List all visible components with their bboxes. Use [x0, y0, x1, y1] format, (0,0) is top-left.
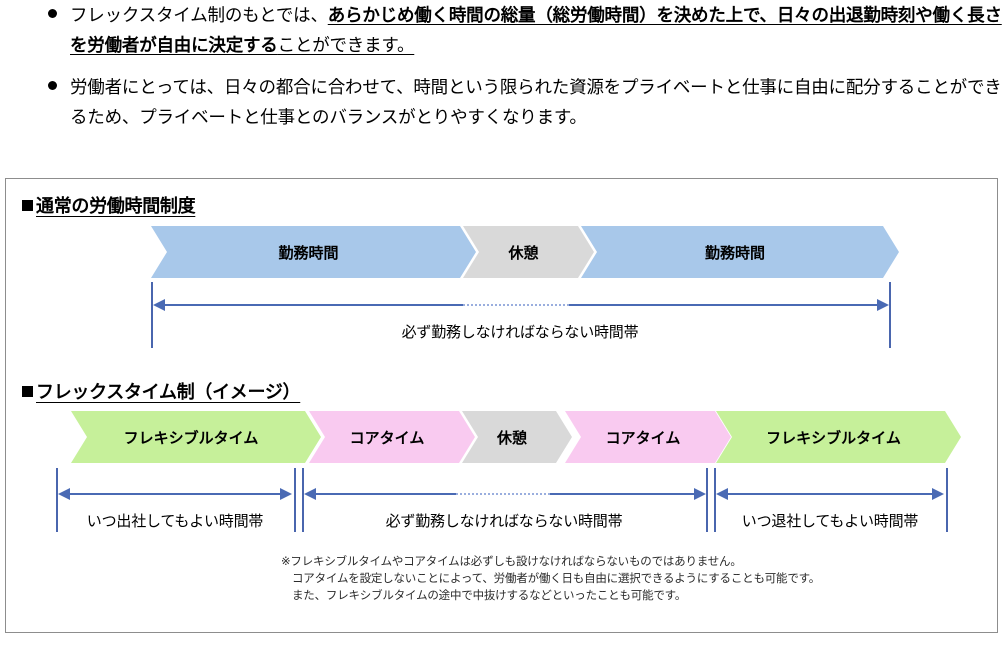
section-heading-normal: 通常の労働時間制度	[22, 192, 196, 218]
footnote: ※フレキシブルタイムやコアタイムは必ずしも設けなければならないものではありません…	[281, 554, 820, 605]
bullet-emphasis: あらかじめ働く時間の総量（総労働時間）を決めた上で、日々の出退勤時刻や働く長さを…	[70, 5, 1002, 55]
ruler-b-axis-right	[550, 493, 696, 495]
ruler-c-axis	[724, 493, 934, 495]
ruler-tick-5	[714, 468, 716, 532]
ruler-c-arrowhead-right-icon	[932, 488, 944, 500]
footnote-line-3: また、フレキシブルタイムの途中で中抜けするなどといったことも可能です。	[292, 590, 687, 602]
chevron-break-label: 休憩	[508, 244, 539, 262]
chevron-core-2-label: コアタイム	[605, 429, 681, 447]
chevron-work-2-label: 勤務時間	[704, 244, 765, 262]
chevron-core-2: コアタイム	[565, 411, 731, 463]
square-bullet-icon	[22, 386, 33, 397]
ruler-label-flex-a: いつ出社してもよい時間帯	[86, 513, 264, 530]
ruler-tick-left	[151, 282, 153, 348]
ruler-c-arrowhead-left-icon	[716, 488, 728, 500]
ruler-b-axis-dotted	[456, 493, 550, 495]
chevron-work-1-label: 勤務時間	[278, 244, 339, 262]
ruler-b-arrowhead-left-icon	[304, 488, 316, 500]
intro-bullets: フレックスタイム制のもとでは、あらかじめ働く時間の総量（総労働時間）を決めた上で…	[0, 0, 1006, 132]
chevron-band-flex: フレキシブルタイム コアタイム 休憩 コアタイム フレキシブルタイム	[6, 411, 999, 467]
ruler-b-axis-left	[312, 493, 456, 495]
section-heading-flex: フレックスタイム制（イメージ）	[22, 378, 301, 404]
ruler-tick-1	[56, 468, 58, 532]
bullet-lead: フレックスタイム制のもとでは、	[70, 5, 328, 25]
bullet-text: 労働者にとっては、日々の都合に合わせて、時間という限られた資源をプライベートと仕…	[70, 72, 1006, 132]
ruler-b-arrowhead-right-icon	[694, 488, 706, 500]
list-item: フレックスタイム制のもとでは、あらかじめ働く時間の総量（総労働時間）を決めた上で…	[0, 0, 1006, 60]
footnote-line-1: ※フレキシブルタイムやコアタイムは必ずしも設けなければならないものではありません…	[281, 556, 742, 568]
ruler-tick-2	[294, 468, 296, 532]
ruler-arrowhead-right-icon	[877, 299, 889, 311]
bullet-tail: ことができます。	[277, 35, 415, 55]
chevron-flexible-2-label: フレキシブルタイム	[766, 429, 901, 447]
section-heading-flex-label: フレックスタイム制（イメージ）	[36, 382, 301, 402]
list-item: 労働者にとっては、日々の都合に合わせて、時間という限られた資源をプライベートと仕…	[0, 72, 1006, 132]
chevron-work-1: 勤務時間	[151, 226, 476, 278]
ruler-axis-right-seg	[569, 304, 879, 306]
ruler-tick-6	[946, 468, 948, 532]
chevron-break: 休憩	[463, 226, 594, 278]
ruler-a-arrowhead-left-icon	[58, 488, 70, 500]
chevron-flexible-2: フレキシブルタイム	[716, 411, 961, 463]
diagram-panel: 通常の労働時間制度 勤務時間 休憩 勤務時間 必ず勤務しなければならない時間帯 …	[5, 178, 998, 633]
chevron-break-flex: 休憩	[462, 411, 572, 463]
chevron-work-2: 勤務時間	[581, 226, 899, 278]
bullet-text: フレックスタイム制のもとでは、あらかじめ働く時間の総量（総労働時間）を決めた上で…	[70, 0, 1006, 60]
ruler-a-arrowhead-right-icon	[280, 488, 292, 500]
bullet-lead: 労働者にとっては、日々の都合に合わせて、時間という限られた資源をプライベートと仕…	[70, 77, 1002, 127]
ruler-label-normal: 必ず勤務しなければならない時間帯	[401, 324, 639, 341]
ruler-label-flex-b: 必ず勤務しなければならない時間帯	[385, 513, 623, 530]
ruler-label-flex-c: いつ退社してもよい時間帯	[741, 513, 919, 530]
ruler-tick-3	[302, 468, 304, 532]
section-heading-normal-label: 通常の労働時間制度	[36, 196, 196, 216]
chevron-flexible-1-label: フレキシブルタイム	[123, 429, 259, 447]
ruler-tick-right	[889, 282, 891, 348]
square-bullet-icon	[22, 200, 33, 211]
chevron-band-normal: 勤務時間 休憩 勤務時間	[6, 226, 999, 282]
footnote-line-2: コアタイムを設定しないことによって、労働者が働く日も自由に選択できるようにするこ…	[292, 573, 821, 585]
bullet-dot-icon	[48, 9, 57, 18]
ruler-axis-dotted-seg	[463, 304, 569, 306]
ruler-axis-left-seg	[161, 304, 463, 306]
chevron-break-flex-label: 休憩	[496, 429, 527, 447]
ruler-a-axis	[66, 493, 284, 495]
ruler-tick-4	[706, 468, 708, 532]
ruler-arrowhead-left-icon	[153, 299, 165, 311]
bullet-dot-icon	[48, 81, 57, 90]
chevron-flexible-1: フレキシブルタイム	[71, 411, 321, 463]
chevron-core-1-label: コアタイム	[349, 429, 425, 447]
chevron-core-1: コアタイム	[309, 411, 475, 463]
